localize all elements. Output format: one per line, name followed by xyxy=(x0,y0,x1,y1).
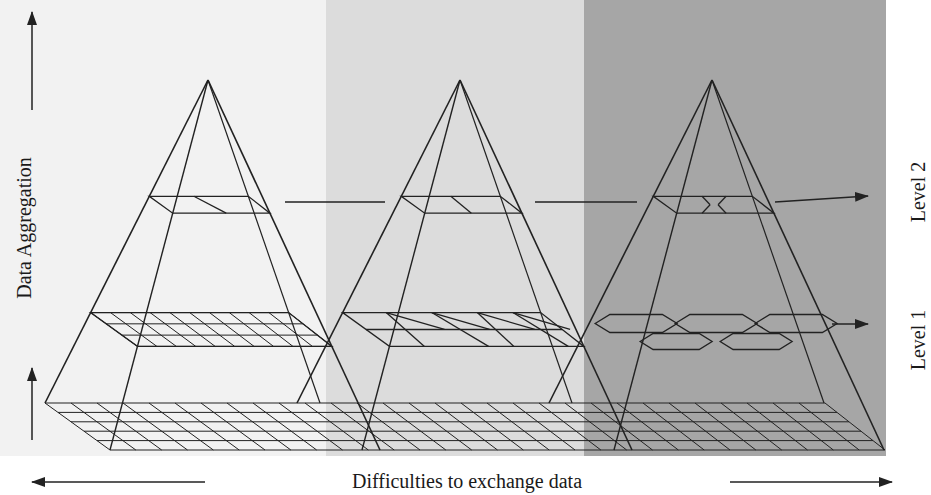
stroke xyxy=(832,323,868,325)
stroke xyxy=(84,431,861,432)
stroke xyxy=(137,346,331,347)
stroke xyxy=(175,403,239,450)
stroke xyxy=(289,313,332,347)
stroke xyxy=(669,403,730,450)
level-2-plane xyxy=(401,196,522,213)
stroke xyxy=(773,403,833,450)
level-2-plane xyxy=(653,196,774,213)
stroke xyxy=(643,403,704,450)
stroke xyxy=(97,403,162,450)
stroke xyxy=(269,313,313,347)
stroke xyxy=(106,323,303,324)
stroke xyxy=(110,80,208,450)
stroke xyxy=(747,403,808,450)
stroke xyxy=(730,481,892,483)
stroke xyxy=(130,313,176,347)
stroke xyxy=(565,403,627,450)
stroke xyxy=(487,403,549,450)
stroke xyxy=(45,80,208,403)
stroke xyxy=(825,403,885,450)
stroke xyxy=(535,201,637,203)
stroke xyxy=(718,205,726,213)
stroke xyxy=(209,313,254,347)
level-label: Level 1 xyxy=(907,307,929,374)
stroke xyxy=(513,313,568,347)
stroke xyxy=(331,403,394,450)
stroke xyxy=(712,80,824,403)
stroke xyxy=(45,403,110,450)
stroke xyxy=(71,421,849,422)
stroke xyxy=(150,313,196,347)
stroke xyxy=(285,201,385,203)
stroke xyxy=(721,403,782,450)
stroke xyxy=(451,196,472,213)
level-1-plane xyxy=(91,313,332,347)
stroke xyxy=(695,403,756,450)
stroke xyxy=(91,312,289,313)
stroke xyxy=(227,403,291,450)
stroke xyxy=(149,403,213,450)
hexagon xyxy=(675,314,757,332)
stroke xyxy=(712,80,884,450)
stroke xyxy=(229,313,273,347)
hexagon xyxy=(595,314,677,332)
stroke xyxy=(122,335,318,336)
stroke xyxy=(513,403,575,450)
stroke xyxy=(71,403,136,450)
stroke xyxy=(97,440,873,441)
axis-label: Difficulties to exchange data xyxy=(349,470,585,492)
panel-mid xyxy=(326,0,584,456)
stroke xyxy=(362,80,460,450)
stroke xyxy=(614,80,712,450)
stroke xyxy=(194,196,226,213)
stroke xyxy=(45,403,825,404)
stroke xyxy=(513,313,570,330)
hexagon xyxy=(720,333,792,349)
level-1-plane xyxy=(343,313,584,347)
stroke xyxy=(253,403,317,450)
stroke xyxy=(123,403,188,450)
stroke xyxy=(617,403,678,450)
stroke xyxy=(58,412,837,413)
axis-label: Data Aggregation xyxy=(13,154,35,302)
stroke xyxy=(718,196,726,204)
stroke xyxy=(190,313,235,347)
stroke xyxy=(357,403,420,450)
stroke xyxy=(110,450,885,451)
stroke xyxy=(208,80,320,403)
stroke xyxy=(539,403,601,450)
stroke xyxy=(549,80,712,403)
hexagon xyxy=(640,333,712,349)
stroke xyxy=(383,403,446,450)
stroke xyxy=(31,368,33,440)
stroke xyxy=(460,80,632,450)
stroke xyxy=(461,403,523,450)
stroke xyxy=(208,80,380,450)
stroke xyxy=(435,403,498,450)
stroke xyxy=(460,80,572,403)
stroke xyxy=(702,196,710,204)
stroke xyxy=(409,403,472,450)
stroke xyxy=(110,313,156,347)
stroke xyxy=(297,80,460,403)
level-label: Level 2 xyxy=(907,159,929,226)
stroke xyxy=(249,313,293,347)
level-2-plane xyxy=(149,196,270,213)
stroke xyxy=(170,313,215,347)
stroke xyxy=(799,403,859,450)
stroke xyxy=(31,12,33,110)
panel-dark xyxy=(584,0,886,456)
stroke xyxy=(91,313,138,347)
hexagon xyxy=(755,314,837,332)
stroke xyxy=(775,196,868,202)
stroke xyxy=(305,403,368,450)
stroke xyxy=(279,403,343,450)
stroke xyxy=(32,481,205,483)
stroke xyxy=(702,205,710,213)
stroke xyxy=(432,313,489,347)
stroke xyxy=(201,403,265,450)
